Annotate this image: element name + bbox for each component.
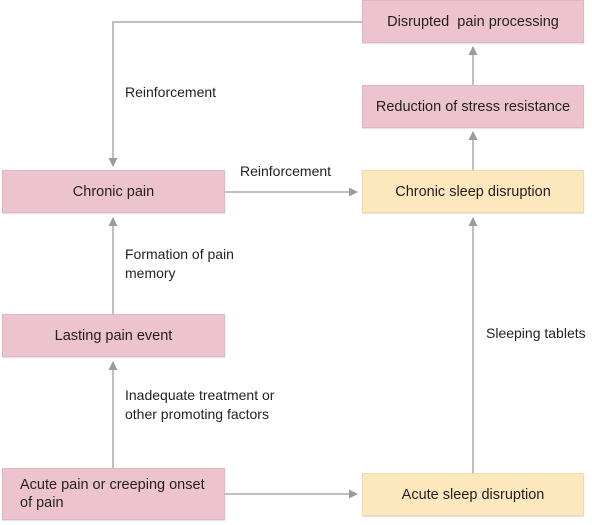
label-inadequate-treatment: Inadequate treatment or other promoting … [125,387,275,422]
box-chronic-pain: Chronic pain [2,170,225,213]
box-chronic-sleep-disruption: Chronic sleep disruption [362,170,584,213]
box-label: Acute pain or creeping onset of pain [20,477,205,511]
box-label: Chronic sleep disruption [395,183,551,200]
box-reduction-of-stress-resistance: Reduction of stress resistance [362,85,584,128]
box-label: Chronic pain [72,183,155,200]
box-acute-sleep-disruption: Acute sleep disruption [362,473,584,516]
label-reinforcement-chronic: Reinforcement [240,163,332,179]
label-formation-of-pain-memory: Formation of pain memory [125,246,234,281]
box-label: Disrupted pain processing [387,13,559,30]
box-acute-pain: Acute pain or creeping onset of pain [2,468,225,520]
box-label: Acute sleep disruption [401,486,545,503]
box-label: Lasting pain event [54,327,173,344]
box-label: Reduction of stress resistance [375,98,571,115]
label-sleeping-tablets: Sleeping tablets [486,325,586,341]
box-lasting-pain-event: Lasting pain event [2,314,225,357]
box-disrupted-pain-processing: Disrupted pain processing [362,0,584,43]
label-reinforcement-loop: Reinforcement [125,84,217,100]
